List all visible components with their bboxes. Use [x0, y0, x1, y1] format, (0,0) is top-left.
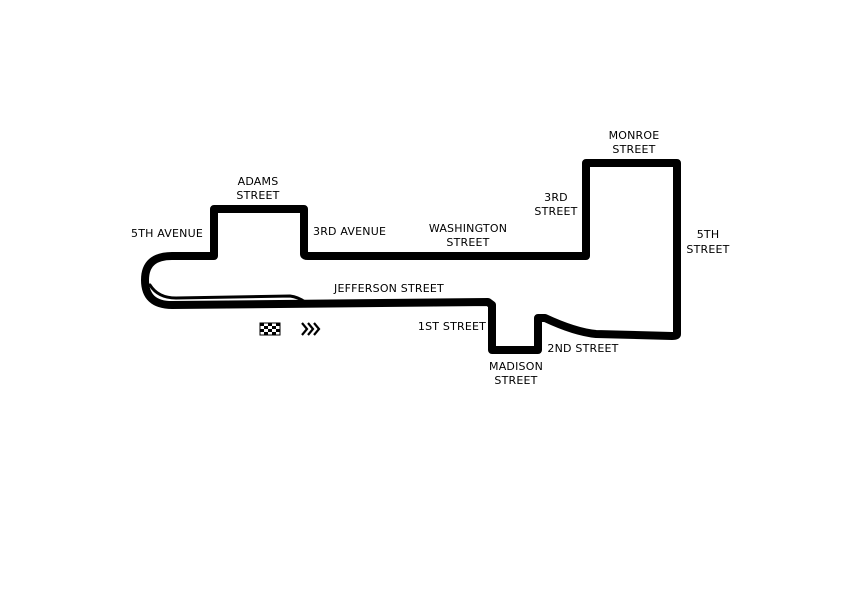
pit-lane: [148, 283, 307, 304]
label-5th-avenue: 5TH AVENUE: [131, 227, 203, 240]
direction-arrows-icon: [301, 322, 321, 336]
label-3rd-avenue: 3RD AVENUE: [313, 225, 386, 238]
label-adams-street: ADAMS: [238, 175, 279, 188]
label-jefferson-street: JEFFERSON STREET: [333, 282, 444, 295]
checkered-flag-icon: [259, 322, 281, 336]
label-monroe-street-line2: STREET: [612, 143, 655, 156]
label-adams-street-line2: STREET: [236, 189, 279, 202]
label-monroe-street: MONROE: [609, 129, 660, 142]
label-5th-street-line2: STREET: [686, 243, 729, 256]
label-1st-street: 1ST STREET: [418, 320, 486, 333]
race-track: [141, 159, 681, 354]
label-3rd-street: 3RD: [544, 191, 568, 204]
label-madison-street-line2: STREET: [494, 374, 537, 387]
label-3rd-street-line2: STREET: [534, 205, 577, 218]
label-5th-street: 5TH: [697, 228, 720, 241]
label-washington-street-line2: STREET: [446, 236, 489, 249]
label-washington-street: WASHINGTON: [429, 222, 507, 235]
label-madison-street: MADISON: [489, 360, 543, 373]
label-2nd-street: 2ND STREET: [547, 342, 618, 355]
